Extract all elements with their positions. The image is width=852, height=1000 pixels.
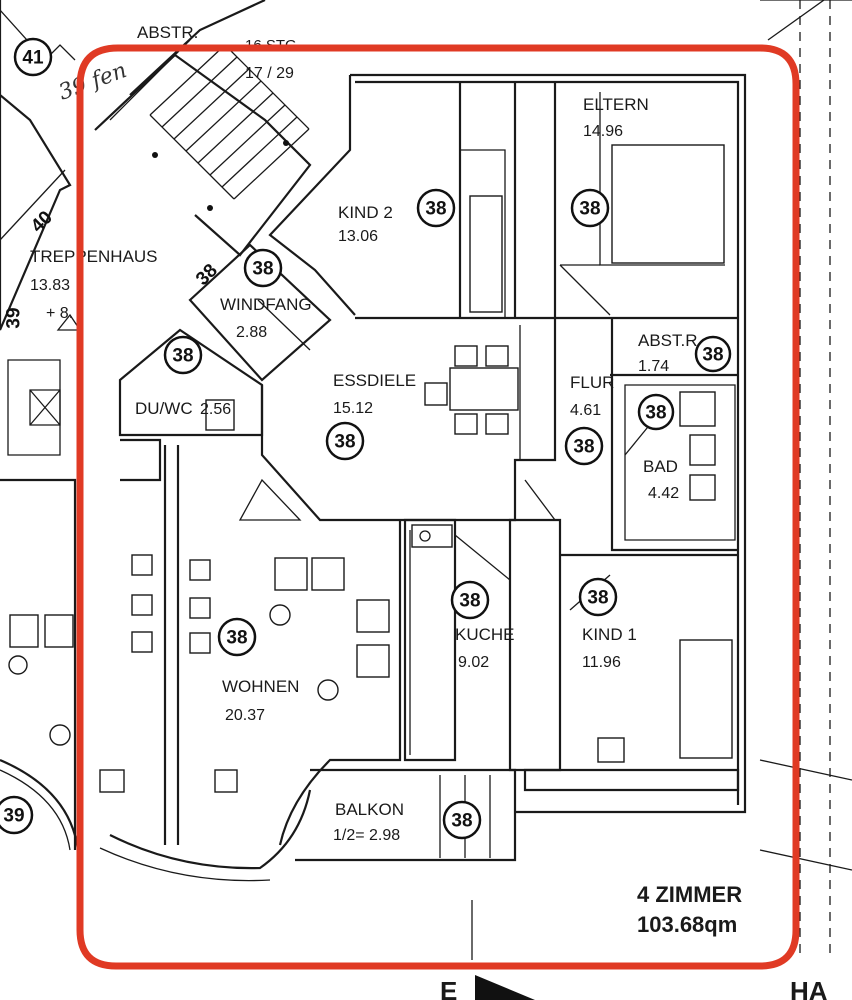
room-area-duwc: 2.56 (200, 401, 231, 418)
room-name-kind2: KIND 2 (338, 203, 393, 222)
room-name-kuche: KUCHE (455, 625, 515, 644)
room-area-kuche: 9.02 (458, 654, 489, 671)
room-name-duwc: DU/WC (135, 399, 193, 418)
rotated-tags: 40 38 39 (4, 207, 222, 328)
room-area-kind1: 11.96 (582, 654, 621, 671)
unit-tag-eltern: 38 (570, 188, 610, 228)
svg-text:38: 38 (226, 628, 247, 649)
unit-tag-kuche: 38 (450, 580, 490, 620)
svg-text:39: 39 (3, 806, 24, 827)
unit-tag-kind2: 38 (416, 188, 456, 228)
room-area-flur: 4.61 (570, 402, 601, 419)
room-area-wohnen: 20.37 (225, 707, 265, 724)
room-name-eltern: ELTERN (583, 95, 649, 114)
unit-tag-balkon: 38 (442, 800, 482, 840)
room-name-kind1: KIND 1 (582, 625, 637, 644)
unit-tag-abstr: 38 (694, 335, 732, 373)
unit-tag-39-left: 39 (0, 795, 34, 835)
room-area-bad: 4.42 (648, 485, 679, 502)
unit-tag-stair: 38 (243, 248, 283, 288)
room-area-essdiele: 15.12 (333, 400, 373, 417)
svg-text:38: 38 (587, 588, 608, 609)
stair-treads (109, 39, 310, 200)
unit-tag-kind1: 38 (578, 577, 618, 617)
edge-text: HA (790, 976, 828, 1000)
unit-tag-flur: 38 (564, 426, 604, 466)
room-name-windfang: WINDFANG (220, 295, 312, 314)
room-area-balkon: 1/2= 2.98 (333, 827, 400, 844)
unit-tag-wohnen: 38 (217, 617, 257, 657)
svg-text:38: 38 (645, 403, 666, 424)
stair-ratio: 17 / 29 (245, 65, 294, 82)
svg-text:38: 38 (573, 437, 594, 458)
room-name-bad: BAD (643, 457, 678, 476)
section-marker: E (440, 976, 457, 1000)
svg-text:38: 38 (425, 199, 446, 220)
unit-tag-essdiele: 38 (325, 421, 365, 461)
neighbor-left (0, 0, 125, 851)
svg-text:38: 38 (334, 432, 355, 453)
room-labels: ELTERN 14.96 KIND 2 13.06 TREPPENHAUS 13… (30, 23, 702, 844)
summary-rooms: 4 ZIMMER (637, 882, 742, 907)
tag-39-rotated: 39 (4, 307, 25, 328)
handwritten-note: 39 fen (56, 58, 131, 106)
unit-tag-bad: 38 (637, 393, 675, 431)
room-area-windfang: 2.88 (236, 324, 267, 341)
unit-tag-41: 41 (13, 37, 53, 77)
highlight-outline (76, 44, 800, 970)
room-name-flur: FLUR (570, 373, 614, 392)
unit-tags: 38 38 38 38 38 38 38 38 38 38 38 38 41 3… (0, 37, 732, 840)
svg-text:41: 41 (22, 48, 44, 69)
room-name-abstr-top: ABSTR. (137, 23, 198, 42)
svg-text:38: 38 (252, 259, 273, 280)
svg-text:38: 38 (702, 345, 723, 366)
tag-40: 40 (27, 207, 57, 237)
summary-area: 103.68qm (637, 912, 737, 937)
room-name-treppenhaus: TREPPENHAUS (30, 247, 158, 266)
svg-text:38: 38 (172, 346, 193, 367)
tag-38-rotated: 38 (192, 260, 222, 290)
neighbor-right (759, 0, 852, 960)
stairwell (0, 0, 312, 331)
room-area-abstr: 1.74 (638, 358, 669, 375)
svg-text:38: 38 (451, 811, 472, 832)
apartment-walls (99, 73, 747, 1000)
stair-height-note: + 8. (46, 305, 73, 322)
room-area-kind2: 13.06 (338, 228, 378, 245)
room-name-abstr: ABST.R. (638, 331, 702, 350)
room-name-balkon: BALKON (335, 800, 404, 819)
unit-tag-duwc: 38 (163, 335, 203, 375)
svg-text:38: 38 (579, 199, 600, 220)
room-area-eltern: 14.96 (583, 123, 623, 140)
svg-text:38: 38 (459, 591, 480, 612)
room-name-wohnen: WOHNEN (222, 677, 299, 696)
room-name-essdiele: ESSDIELE (333, 371, 416, 390)
apartment-summary: 4 ZIMMER 103.68qm (637, 882, 742, 937)
room-area-treppenhaus: 13.83 (30, 277, 70, 294)
